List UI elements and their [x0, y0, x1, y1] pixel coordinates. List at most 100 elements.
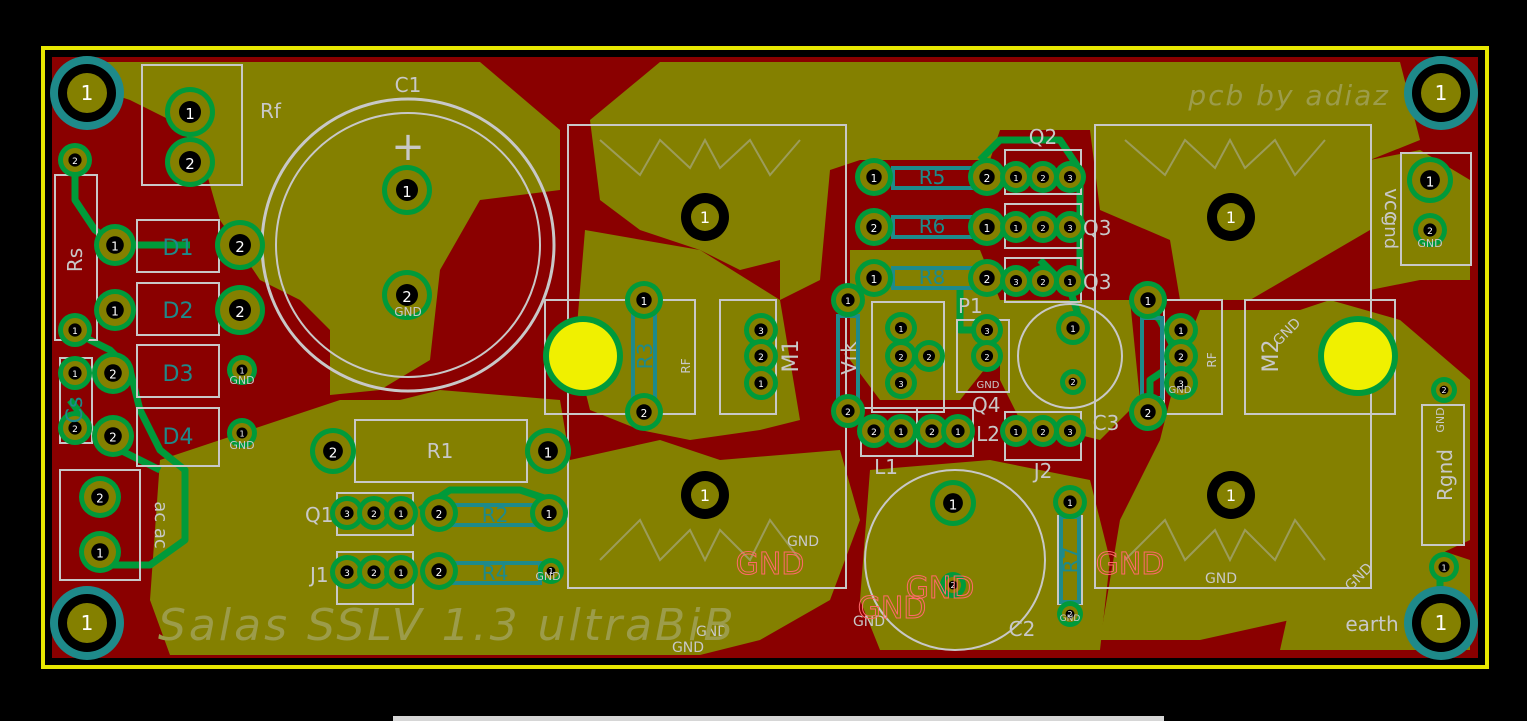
svg-text:R5: R5 — [919, 165, 946, 189]
pad-number: 2 — [109, 368, 117, 382]
pad-number: 1 — [1178, 327, 1184, 337]
svg-text:C1: C1 — [395, 73, 422, 97]
svg-text:L2: L2 — [976, 422, 1000, 446]
pad-number: 2 — [1040, 427, 1045, 437]
pad-number: 2 — [871, 223, 878, 235]
pad: 2 — [310, 428, 356, 474]
pad-number: 3 — [1178, 380, 1184, 390]
pad: 1 — [58, 313, 92, 347]
pad: 2 — [58, 411, 92, 445]
pad-number: 1 — [641, 296, 648, 308]
pad: 2 — [915, 414, 949, 448]
pad: 3 — [1054, 415, 1086, 447]
pad: 1 — [744, 366, 778, 400]
svg-text:R3: R3 — [633, 343, 657, 370]
pad-number: 2 — [1040, 277, 1045, 287]
pad: 2 — [1027, 211, 1059, 243]
svg-text:GND: GND — [1169, 385, 1192, 396]
pcb-credit-text: pcb by adiaz — [1187, 79, 1390, 112]
pad: 2 — [420, 552, 458, 590]
pad-number: 1 — [1067, 277, 1072, 287]
svg-text:GND: GND — [906, 571, 975, 606]
svg-text:Q4: Q4 — [972, 393, 1000, 417]
pad-number: 2 — [329, 445, 338, 461]
svg-text:C2: C2 — [1009, 617, 1036, 641]
pad-number: 3 — [344, 569, 350, 579]
pad-number: 2 — [1145, 408, 1152, 420]
pad-number: 2 — [371, 569, 377, 579]
pad: 1 — [165, 87, 215, 137]
pad-number: 1 — [111, 240, 119, 254]
pad-number: 2 — [1178, 353, 1184, 363]
pad-number: 1 — [72, 327, 78, 337]
svg-text:Q2: Q2 — [1029, 125, 1057, 149]
svg-text:GND: GND — [229, 439, 254, 452]
pad-number: 1 — [871, 173, 878, 185]
pad-number: 1 — [398, 569, 404, 579]
pad-number: 3 — [344, 510, 350, 520]
svg-text:P1: P1 — [958, 294, 983, 318]
pad: 1 — [1000, 161, 1032, 193]
pad: 3 — [330, 555, 364, 589]
svg-text:GND: GND — [1096, 547, 1165, 582]
svg-text:GND: GND — [853, 614, 885, 630]
svg-text:Q3: Q3 — [1083, 270, 1111, 294]
pad: 2 — [1027, 265, 1059, 297]
pad-number: 2 — [235, 303, 245, 321]
pad-number: 1 — [1426, 174, 1435, 190]
svg-text:vcc: vcc — [1380, 188, 1404, 222]
pad-number: 2 — [402, 288, 412, 306]
mounting-hole-bottom-left: 1 — [50, 586, 124, 660]
svg-text:GND: GND — [535, 570, 560, 583]
pad: 1 — [79, 531, 121, 573]
pad: 3 — [971, 314, 1003, 346]
pad-number: 2 — [871, 428, 877, 438]
pad-number: 1 — [955, 428, 961, 438]
pad-number: 2 — [926, 352, 931, 362]
pad: 3 — [1000, 265, 1032, 297]
svg-text:M2: M2 — [1259, 340, 1284, 373]
svg-text:+: + — [391, 124, 425, 170]
pad: 2 — [92, 352, 134, 394]
pad: 2 — [58, 143, 92, 177]
pad: 1 — [382, 165, 432, 215]
pad-number: 1 — [96, 547, 104, 561]
svg-text:GND: GND — [229, 374, 254, 387]
pad: 1 — [930, 480, 976, 526]
pad: 2 — [1027, 415, 1059, 447]
pad-number: 1 — [398, 510, 404, 520]
pad-number: 1 — [402, 183, 412, 201]
pad: 2 — [940, 572, 966, 598]
pad: 1 — [855, 158, 893, 196]
pad-number: 2 — [235, 238, 245, 256]
pad: 1 — [1053, 485, 1087, 519]
pad-number: 2 — [436, 509, 443, 521]
pad: 1 — [58, 356, 92, 390]
pad: 3 — [885, 367, 917, 399]
mounting-hole-bottom-right: 1 — [1404, 586, 1478, 660]
pad-number: 2 — [1040, 173, 1045, 183]
pad: 1 — [538, 558, 564, 584]
pad: 1 — [884, 414, 918, 448]
pad: 1 — [968, 208, 1006, 246]
svg-text:GND: GND — [672, 640, 704, 656]
pad: 2 — [79, 476, 121, 518]
svg-text:GND: GND — [1434, 407, 1447, 432]
svg-text:GND: GND — [736, 547, 805, 582]
svg-text:GND: GND — [787, 534, 819, 550]
pad: 2 — [831, 394, 865, 428]
pad: 3 — [330, 496, 364, 530]
heatsink-hole-4: 1 — [1207, 471, 1255, 519]
pad: 2 — [1413, 213, 1447, 247]
pad: 3 — [1164, 366, 1198, 400]
pad-number: 2 — [984, 173, 991, 185]
horizontal-scrollbar[interactable] — [393, 716, 1164, 721]
svg-text:RF: RF — [1205, 352, 1219, 367]
svg-text:GND: GND — [696, 624, 728, 640]
pad: 2 — [625, 393, 663, 431]
svg-text:R8: R8 — [919, 265, 946, 289]
svg-text:Cs: Cs — [63, 397, 88, 424]
pad: 2 — [357, 496, 391, 530]
